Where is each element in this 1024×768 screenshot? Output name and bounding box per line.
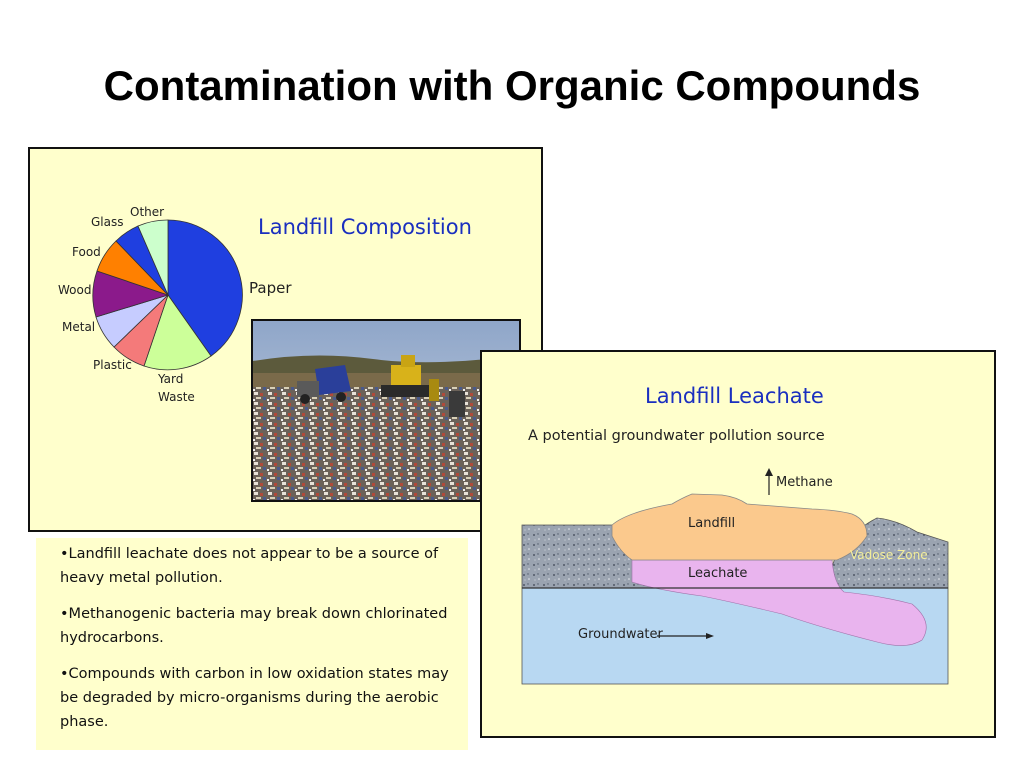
label-wood: Wood <box>58 283 92 297</box>
label-vadose-zone: Vadose Zone <box>850 548 928 562</box>
pie-slice-other <box>137 219 169 296</box>
label-landfill: Landfill <box>688 516 736 531</box>
bullet-item: •Methanogenic bacteria may break down ch… <box>60 606 448 646</box>
bulldozer <box>381 355 439 401</box>
label-other: Other <box>130 205 165 219</box>
composition-pie-chart <box>92 219 243 371</box>
landfill-leachate-panel: Landfill Leachate A potential groundwate… <box>480 350 996 738</box>
leachate-subtitle: A potential groundwater pollution source <box>528 428 825 444</box>
landfill-mound <box>611 493 868 561</box>
slide-title: Contamination with Organic Compounds <box>103 62 921 109</box>
label-methane: Methane <box>776 475 833 490</box>
label-groundwater: Groundwater <box>578 627 663 642</box>
label-metal: Metal <box>62 320 96 334</box>
leachate-cross-section <box>521 468 949 685</box>
landfill-composition-panel: Landfill Composition Paper Yard Waste Pl… <box>28 147 543 532</box>
label-plastic: Plastic <box>93 358 132 372</box>
pie-slice-paper <box>167 219 243 357</box>
leachate-title: Landfill Leachate <box>645 384 824 408</box>
label-paper: Paper <box>249 279 292 297</box>
landfill-photo <box>251 319 521 502</box>
bullet-item: •Landfill leachate does not appear to be… <box>60 546 439 586</box>
label-leachate: Leachate <box>688 566 748 581</box>
composition-title: Landfill Composition <box>258 215 472 239</box>
label-food: Food <box>72 245 101 259</box>
dump-truck <box>297 365 351 404</box>
pie-slices <box>92 219 243 371</box>
label-yard: Yard <box>158 372 184 386</box>
landfill-photo-illustration <box>253 321 519 500</box>
pie-slice-yard-waste <box>143 294 212 371</box>
leachate-plume <box>631 559 927 646</box>
bullet-item: •Compounds with carbon in low oxidation … <box>60 666 449 730</box>
label-waste: Waste <box>158 390 195 404</box>
label-glass: Glass <box>91 215 124 229</box>
bullet-notes: •Landfill leachate does not appear to be… <box>36 538 468 750</box>
